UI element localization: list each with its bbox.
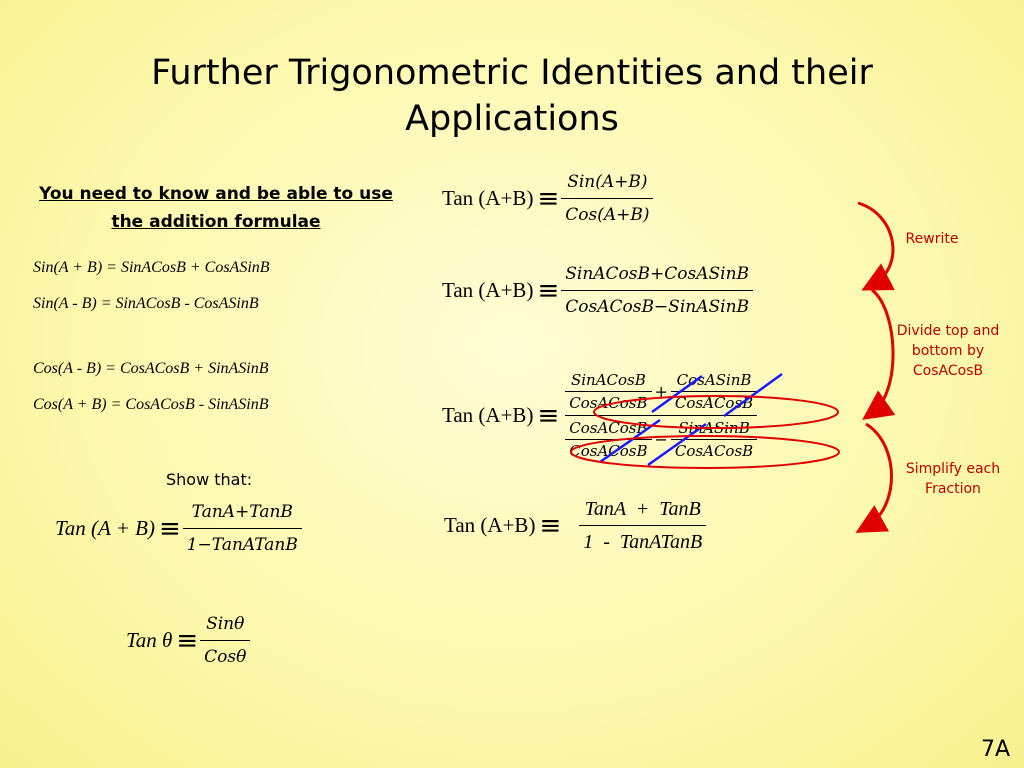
step-4: Tan (A+B) ≡ TanA + TanB 1 - TanATanB (444, 497, 707, 554)
note-simplify: Simplify each Fraction (905, 461, 1001, 497)
cancel-line (647, 422, 707, 467)
step-2-numerator: SinACosB+CosASinB (565, 264, 750, 284)
sub-numerator: SinACosB (570, 371, 646, 389)
step-1-numerator: Sin(A+B) (567, 172, 648, 192)
tan-theta-fraction: Sinθ Cosθ (200, 612, 251, 669)
target-identity: Tan (A + B) ≡ TanA+TanB 1−TanATanB (55, 500, 302, 557)
step-2-lhs: Tan (A+B) (442, 278, 534, 302)
slide-number: 7A (980, 737, 1010, 762)
main-fraction-bar (565, 415, 758, 416)
step-3-lhs: Tan (A+B) (442, 403, 534, 427)
step-3: Tan (A+B) ≡ SinACosB CosACosB + CosASinB… (442, 370, 758, 461)
step-2-fraction: SinACosB+CosASinB CosACosB−SinASinB (561, 262, 754, 319)
sub-denominator: CosACosB (569, 394, 648, 412)
slide-title: Further Trigonometric Identities and the… (151, 53, 873, 139)
equiv-symbol: ≡ (537, 183, 560, 214)
target-denominator: 1−TanATanB (186, 535, 298, 555)
step-3-compound-fraction: SinACosB CosACosB + CosASinB CosACosB Co… (565, 370, 758, 461)
note-divide: Divide top and bottom by CosACosB (896, 323, 1000, 379)
sub-numerator: CosASinB (676, 371, 752, 389)
equiv-symbol: ≡ (537, 275, 560, 306)
equiv-symbol: ≡ (537, 400, 560, 431)
fraction-bar (670, 439, 758, 440)
arrow-simplify (855, 422, 893, 533)
fraction-bar (200, 640, 251, 641)
equiv-symbol: ≡ (176, 625, 199, 656)
formula-cos-diff: Cos(A - B) = CosACosB + SinASinB (33, 360, 269, 377)
fraction-bar (182, 528, 302, 529)
note-rewrite: Rewrite (905, 231, 959, 247)
fraction-bar (565, 439, 652, 440)
highlight-ring (593, 395, 839, 429)
step-1-fraction: Sin(A+B) Cos(A+B) (561, 170, 654, 227)
target-lhs: Tan (A + B) (55, 516, 155, 540)
tan-theta-numerator: Sinθ (206, 614, 245, 634)
step-1: Tan (A+B) ≡ Sin(A+B) Cos(A+B) (442, 170, 654, 227)
cancel-line (651, 374, 703, 414)
sub-fraction: CosACosB CosACosB (565, 418, 652, 461)
step-2-denominator: CosACosB−SinASinB (565, 297, 750, 317)
target-fraction: TanA+TanB 1−TanATanB (182, 500, 302, 557)
formula-sin-sum: Sin(A + B) = SinACosB + CosASinB (33, 259, 270, 276)
cancel-line (599, 418, 661, 464)
fraction-bar (565, 391, 652, 392)
step-1-denominator: Cos(A+B) (565, 205, 650, 225)
formula-cos-sum: Cos(A + B) = CosACosB - SinASinB (33, 396, 269, 413)
target-numerator: TanA+TanB (191, 502, 293, 522)
arrow-rewrite (857, 201, 895, 291)
plus-operator: + (654, 382, 668, 401)
fraction-bar (579, 525, 707, 526)
step-3-numerator-row: SinACosB CosACosB + CosASinB CosACosB (565, 370, 758, 413)
step-4-fraction: TanA + TanB 1 - TanATanB (579, 497, 707, 554)
formula-sin-diff: Sin(A - B) = SinACosB - CosASinB (33, 295, 259, 312)
step-4-numerator: TanA + TanB (584, 498, 701, 520)
show-that-label: Show that: (166, 470, 253, 489)
sub-fraction: SinACosB CosACosB (565, 370, 652, 413)
step-1-lhs: Tan (A+B) (442, 186, 534, 210)
tan-theta-denominator: Cosθ (204, 647, 247, 667)
minus-operator: − (654, 430, 668, 449)
tan-theta-lhs: Tan θ (126, 628, 173, 652)
tan-theta-identity: Tan θ ≡ Sinθ Cosθ (126, 612, 251, 669)
cancel-line (723, 372, 783, 418)
arrow-divide (862, 288, 896, 420)
sub-denominator: CosACosB (569, 442, 648, 460)
intro-text: You need to know and be able to use the … (39, 184, 393, 232)
step-3-denominator-row: CosACosB CosACosB − SinASinB CosACosB (565, 418, 758, 461)
sub-denominator: CosACosB (674, 442, 754, 460)
highlight-ring (570, 435, 840, 469)
fraction-bar (561, 290, 754, 291)
fraction-bar (670, 391, 758, 392)
equiv-symbol: ≡ (158, 513, 181, 544)
sub-fraction: SinASinB CosACosB (670, 418, 758, 461)
step-4-denominator: 1 - TanATanB (583, 531, 703, 553)
step-2: Tan (A+B) ≡ SinACosB+CosASinB CosACosB−S… (442, 262, 754, 319)
equiv-symbol: ≡ (539, 510, 562, 541)
step-4-lhs: Tan (A+B) (444, 513, 536, 537)
fraction-bar (561, 198, 654, 199)
